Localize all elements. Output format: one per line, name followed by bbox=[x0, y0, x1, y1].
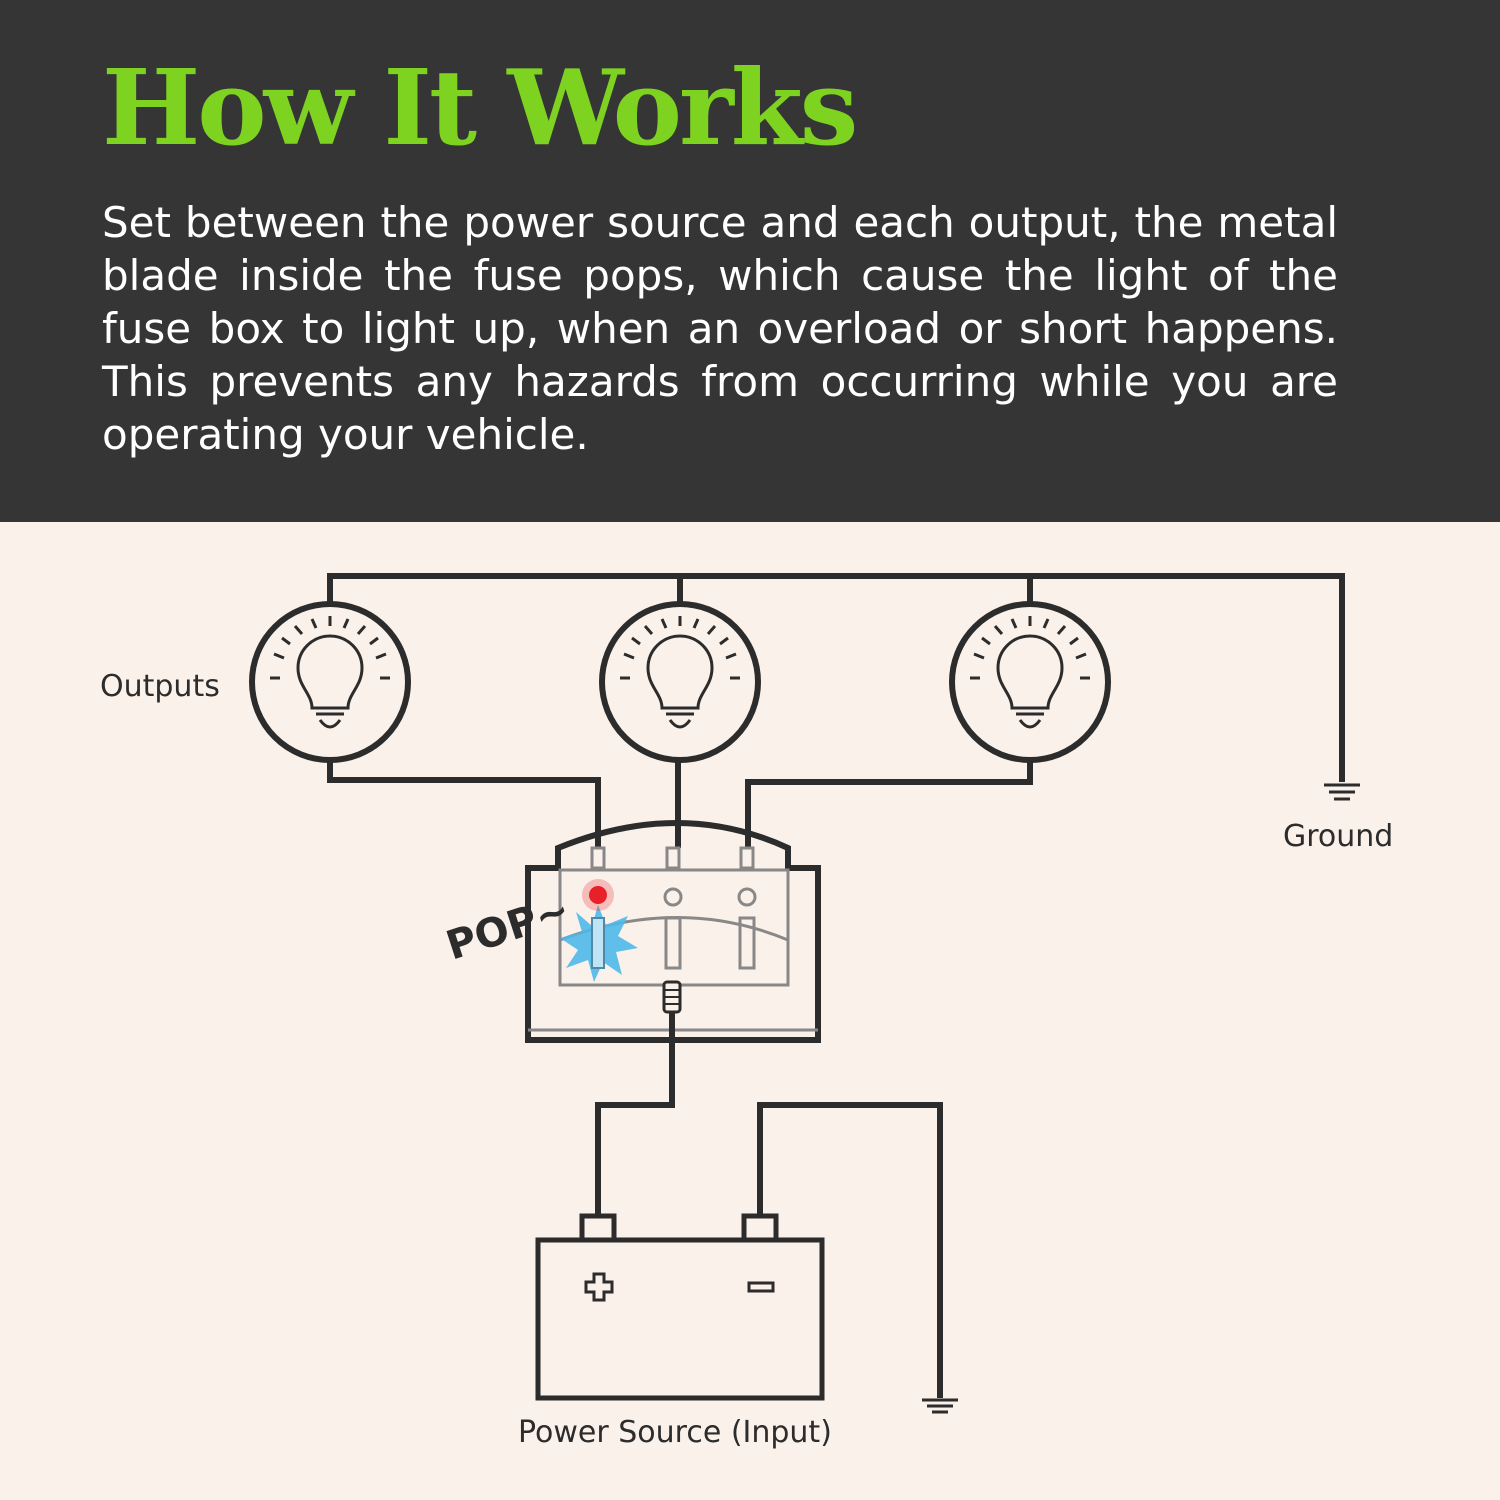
pop-label: POP~ bbox=[441, 887, 575, 970]
battery-icon bbox=[535, 1213, 825, 1401]
ground-label: Ground bbox=[1283, 819, 1393, 854]
bulb-icon bbox=[249, 601, 411, 763]
page-title: How It Works bbox=[102, 46, 858, 169]
bulb-icon bbox=[599, 601, 761, 763]
fuse-box-icon bbox=[525, 820, 821, 1043]
ground-icon bbox=[1324, 783, 1360, 801]
wiring-diagram: Outputs Ground POP~ Power Source (Input) bbox=[100, 573, 1393, 1450]
ground-icon bbox=[922, 1398, 958, 1414]
power-source-label: Power Source (Input) bbox=[518, 1415, 832, 1450]
ground-wire bbox=[327, 573, 1345, 782]
description: Set between the power source and each ou… bbox=[102, 198, 1338, 459]
header: How It Works Set between the power sourc… bbox=[0, 0, 1500, 522]
plus-symbol bbox=[584, 1272, 614, 1302]
outputs-label: Outputs bbox=[100, 669, 220, 704]
minus-symbol bbox=[747, 1281, 775, 1293]
bulb-icon bbox=[949, 601, 1111, 763]
